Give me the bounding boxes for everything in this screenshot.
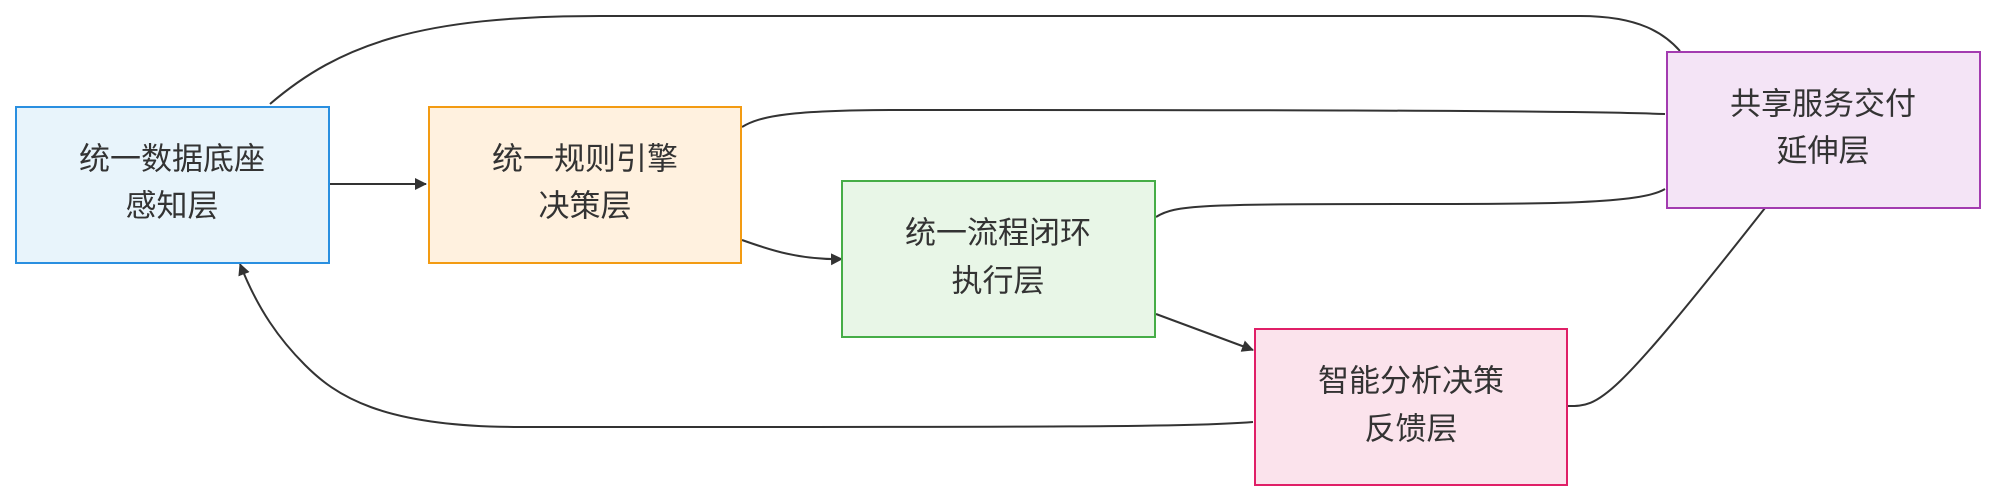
node-extension: 共享服务交付 延伸层	[1666, 51, 1981, 209]
node-perception-line2: 感知层	[126, 189, 219, 225]
node-decision-line1: 统一规则引擎	[492, 142, 678, 178]
node-execution-line1: 统一流程闭环	[905, 216, 1091, 252]
node-decision-line2: 决策层	[539, 189, 632, 225]
node-perception-line1: 统一数据底座	[79, 142, 265, 178]
node-extension-box	[1666, 51, 1981, 209]
node-decision: 统一规则引擎 决策层	[428, 106, 742, 264]
node-perception: 统一数据底座 感知层	[15, 106, 330, 264]
node-execution-box	[841, 180, 1156, 338]
edge-feedback-to-perception	[238, 263, 1254, 429]
node-extension-line2: 延伸层	[1777, 134, 1870, 170]
edge-perception-to-extension	[269, 14, 1681, 105]
node-execution-line2: 执行层	[952, 264, 1045, 300]
node-decision-box	[428, 106, 742, 264]
edge-decision-to-execution	[741, 239, 843, 266]
node-extension-line1: 共享服务交付	[1730, 87, 1916, 123]
node-perception-box	[15, 106, 330, 264]
node-feedback-line1: 智能分析决策	[1318, 364, 1504, 400]
node-feedback: 智能分析决策 反馈层	[1254, 328, 1568, 486]
edge-feedback-to-extension	[1567, 207, 1766, 407]
node-feedback-box	[1254, 328, 1568, 486]
edge-execution-to-feedback	[1155, 313, 1254, 352]
node-feedback-line2: 反馈层	[1365, 412, 1458, 448]
node-execution: 统一流程闭环 执行层	[841, 180, 1156, 338]
edge-decision-to-extension	[741, 108, 1666, 128]
edge-execution-to-extension	[1155, 188, 1666, 218]
